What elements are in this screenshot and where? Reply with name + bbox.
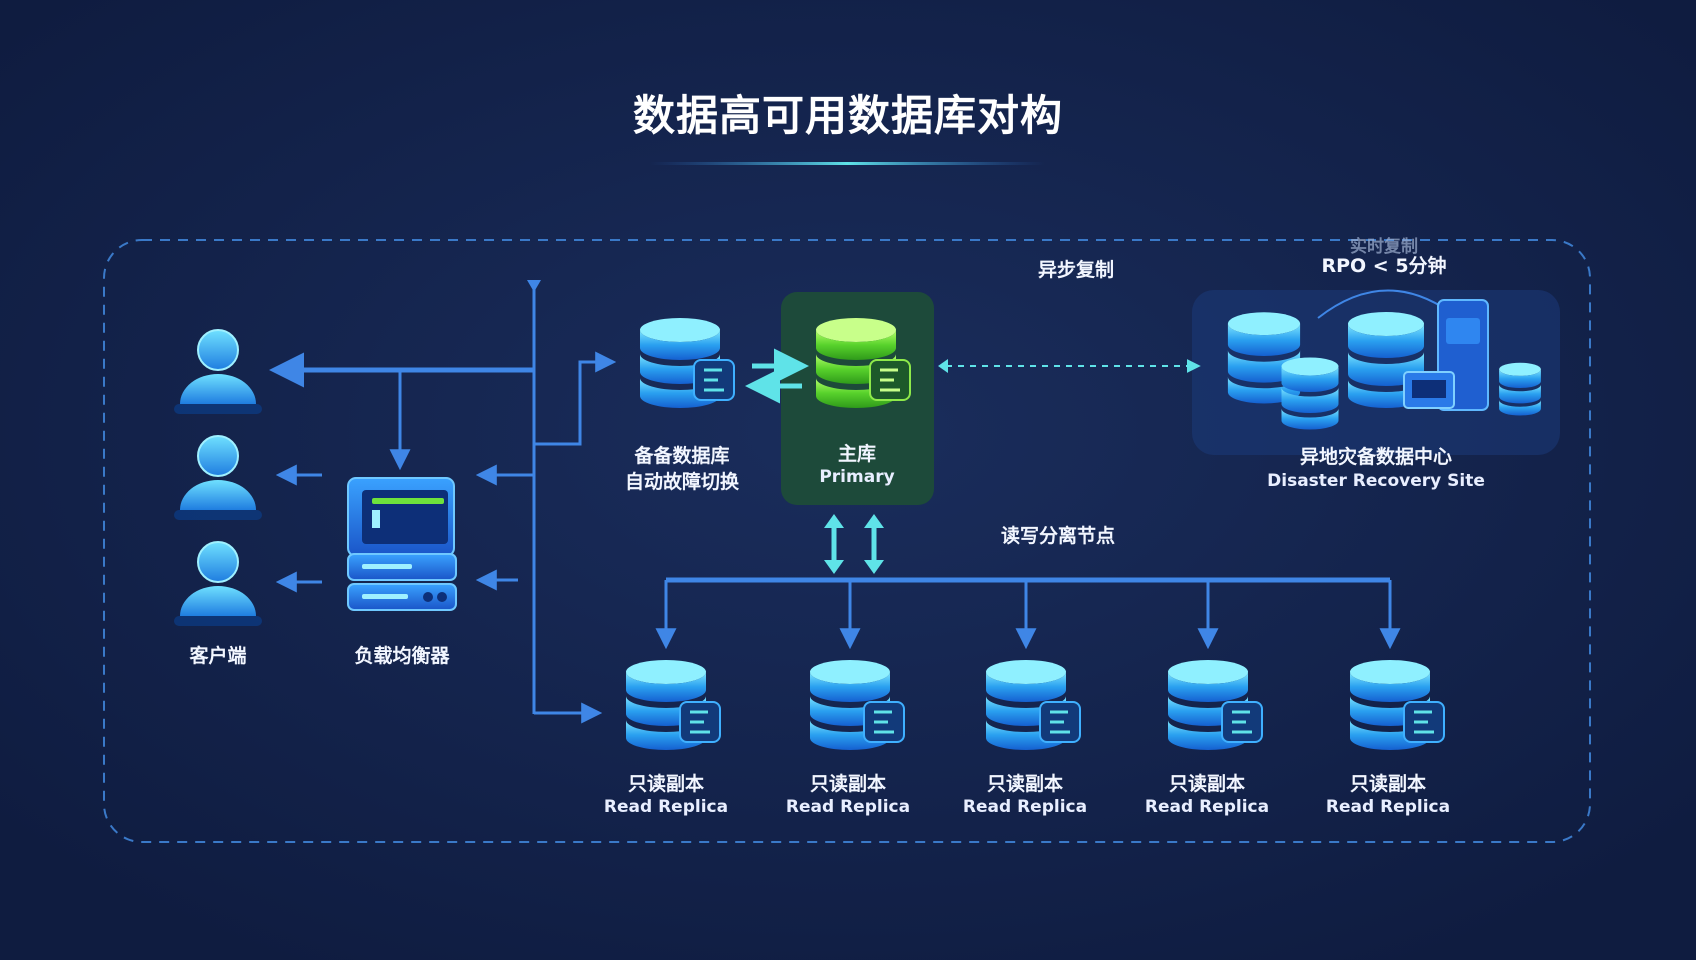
standby-label: 备备数据库 bbox=[634, 445, 730, 467]
dr-faded-label: 实时复制 bbox=[1350, 237, 1418, 257]
standby-sublabel: 自动故障切换 bbox=[624, 471, 740, 493]
replica-label: 只读副本 bbox=[1168, 773, 1246, 795]
async-line-back bbox=[938, 359, 948, 373]
rpo-label: RPO < 5分钟 bbox=[1321, 255, 1447, 277]
replica-label: 只读副本 bbox=[986, 773, 1064, 795]
replica-label-en: Read Replica bbox=[1144, 797, 1270, 817]
replica-label-en: Read Replica bbox=[785, 797, 911, 817]
replica-label-en: Read Replica bbox=[603, 797, 729, 817]
async-replication-label: 异步复制 bbox=[1037, 259, 1115, 281]
page-title: 数据高可用数据库对构 bbox=[632, 91, 1064, 140]
primary-label-en: Primary bbox=[819, 467, 895, 487]
to-standby-line bbox=[534, 351, 617, 446]
client-label: 客户端 bbox=[189, 645, 247, 667]
rw-arrow-1-heads bbox=[824, 514, 844, 574]
replica-label-en: Read Replica bbox=[1325, 797, 1451, 817]
system-boundary bbox=[103, 239, 1591, 843]
title-underline bbox=[650, 162, 1045, 165]
read-write-split-label: 读写分离节点 bbox=[1000, 525, 1116, 547]
replica-label: 只读副本 bbox=[809, 773, 887, 795]
server-icon bbox=[347, 477, 457, 611]
load-balancer-label: 负载均衡器 bbox=[354, 645, 450, 667]
trunk-top-arrow bbox=[527, 280, 541, 292]
replica-label-en: Read Replica bbox=[962, 797, 1088, 817]
replica-label: 只读副本 bbox=[627, 773, 705, 795]
dr-cluster-icons bbox=[1227, 299, 1541, 430]
replica-label: 只读副本 bbox=[1349, 773, 1427, 795]
primary-label: 主库 bbox=[837, 443, 877, 465]
dr-site-label-en: Disaster Recovery Site bbox=[1267, 471, 1485, 491]
dr-site-label: 异地灾备数据中心 bbox=[1299, 446, 1453, 468]
rw-arrow-2-heads bbox=[864, 514, 884, 574]
